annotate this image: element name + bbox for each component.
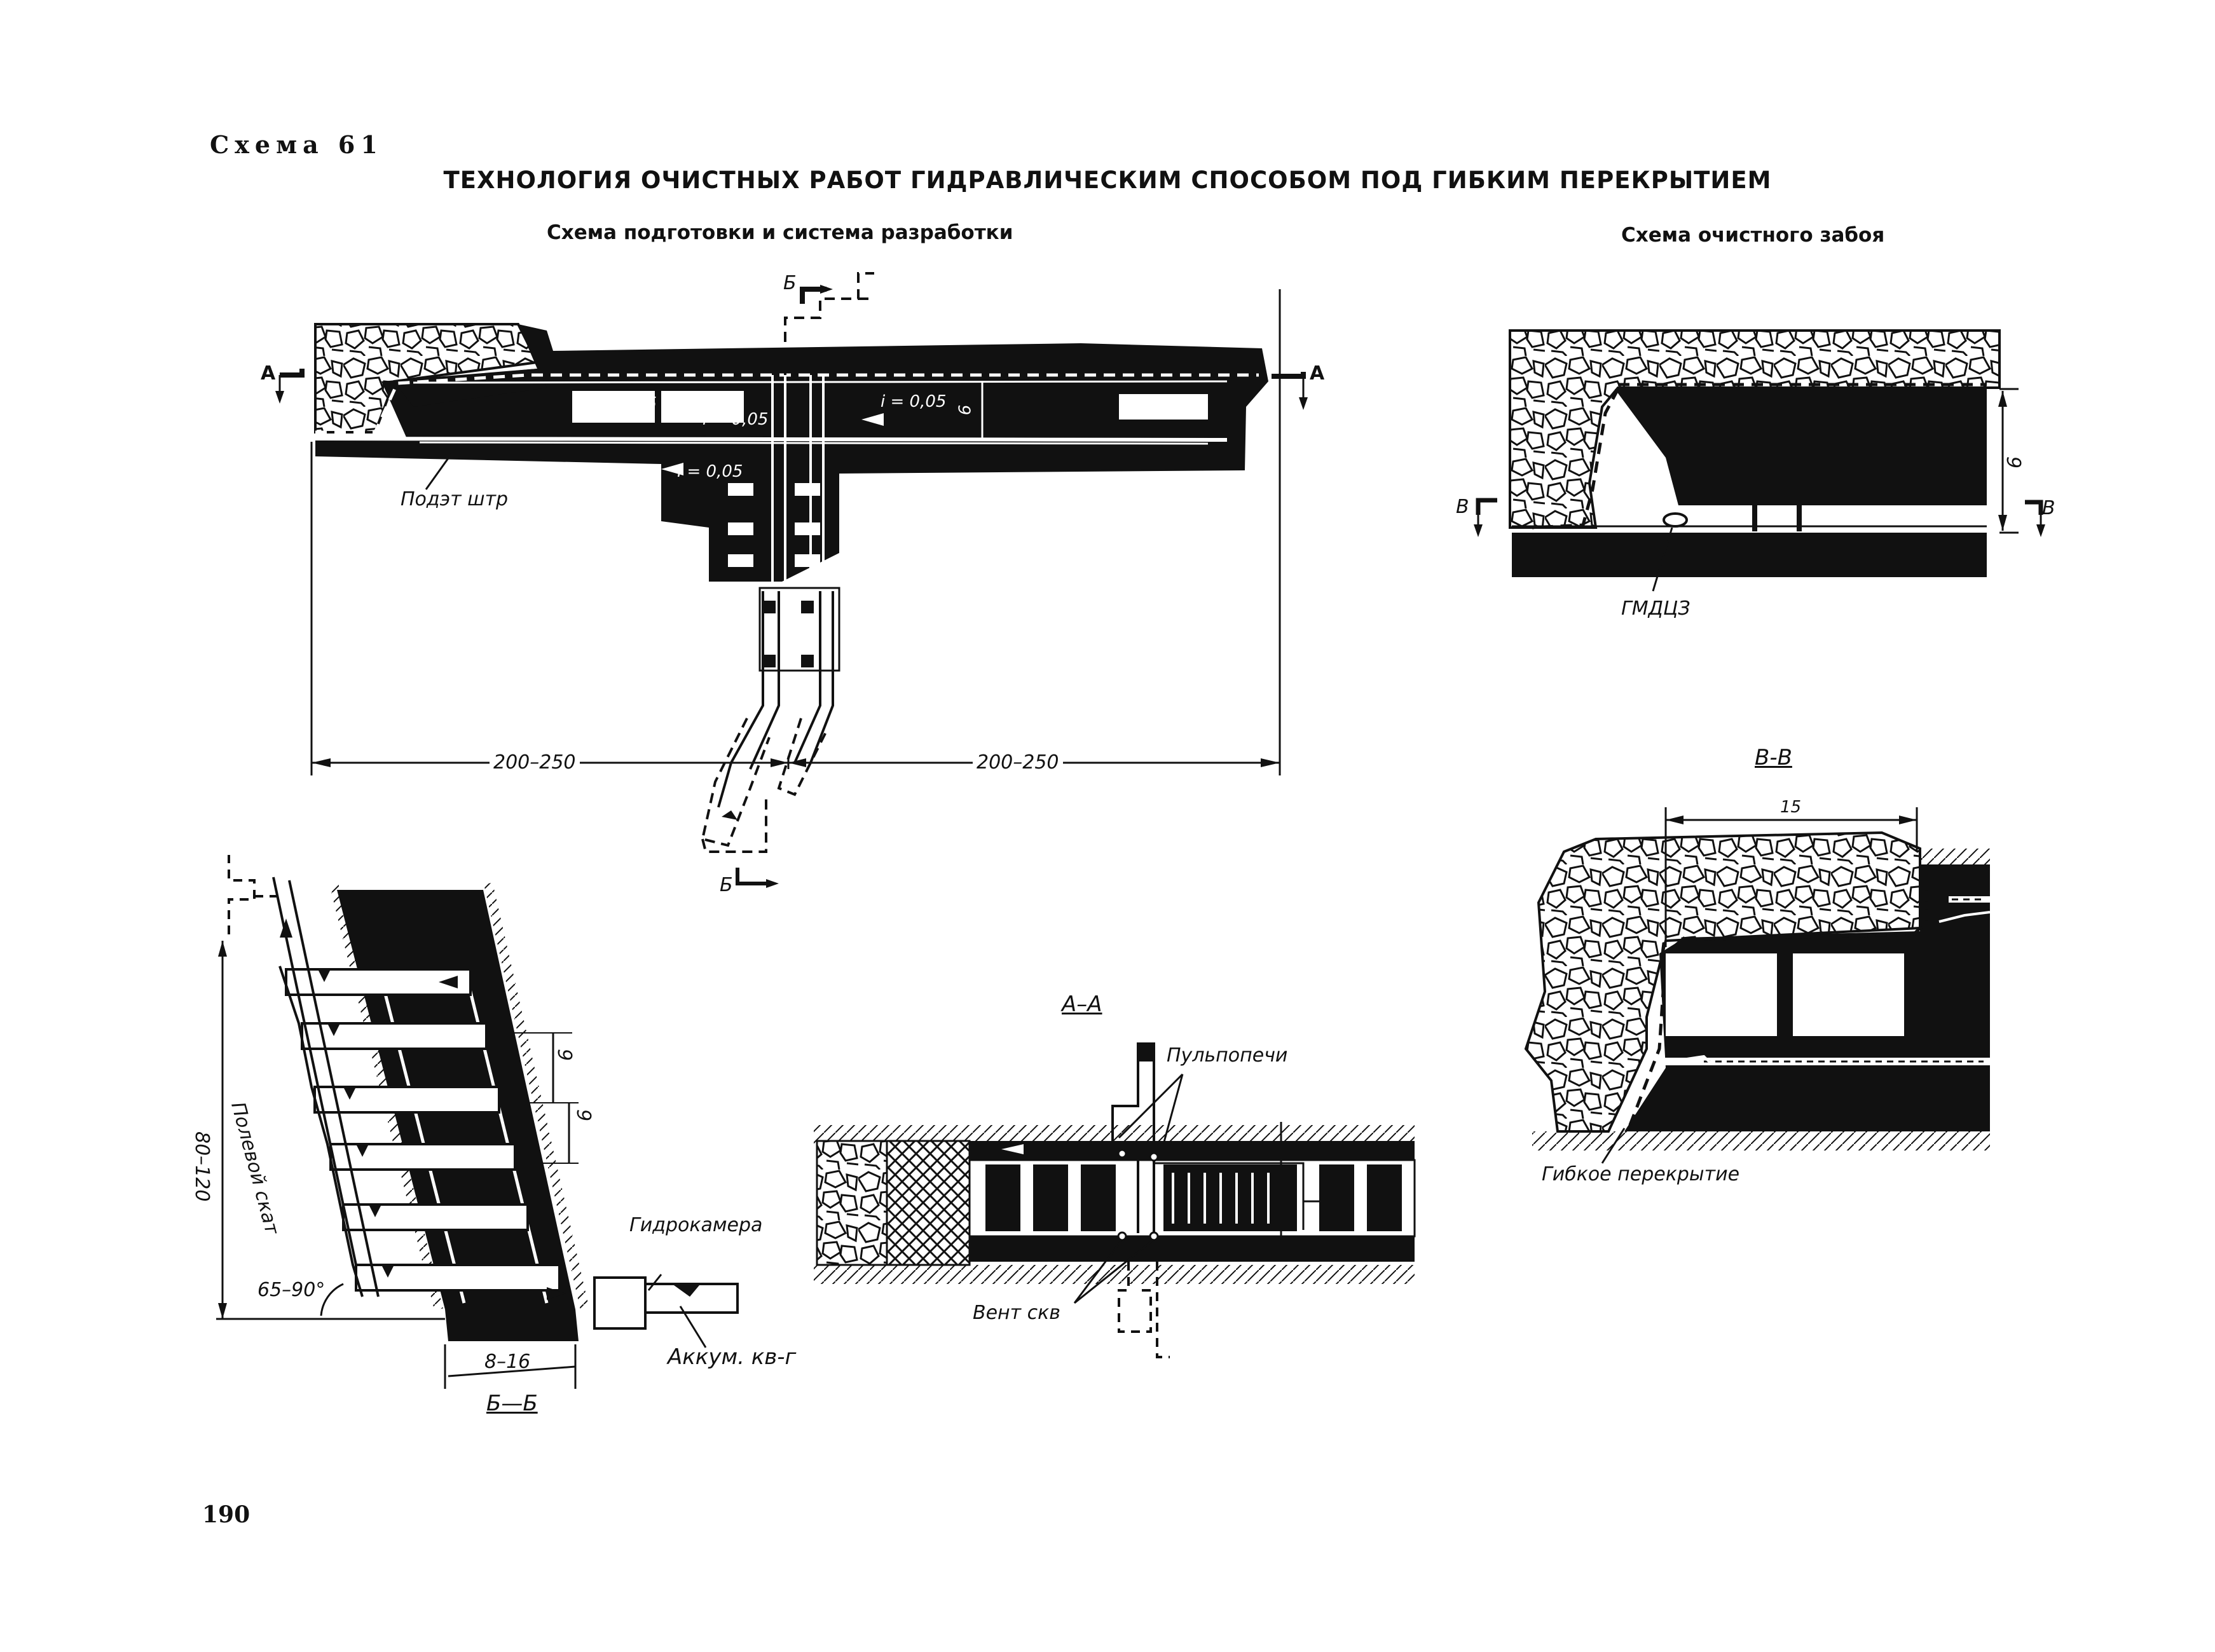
label-gibkoe-perekrytie: Гибкое перекрытие (1542, 1163, 1740, 1185)
bb-dim-9-b: 9 (572, 1109, 594, 1122)
section-vv-title: В-В (1755, 745, 1792, 770)
scheme-number: Схема 61 (210, 130, 383, 159)
plan-dim-6: 6 (956, 404, 975, 416)
plan-slope-3: i = 0,05 (677, 462, 743, 481)
aa-black-band-top (970, 1141, 1415, 1160)
plan-slope-1: i = 0,05 (703, 410, 769, 429)
plan-lower-incline (701, 587, 840, 853)
label-gmdc: ГМДЦЗ (1621, 597, 1690, 620)
section-aa-title: А–А (1062, 992, 1102, 1017)
bb-dim-80-120: 80–120 (191, 1131, 213, 1202)
subtitle-face: Схема очистного забоя (1621, 224, 1885, 247)
plan-section-a-left: А (261, 362, 276, 385)
section-aa-view (814, 1042, 1416, 1358)
page-number: 190 (202, 1501, 250, 1528)
page-title: ТЕХНОЛОГИЯ ОЧИСТНЫХ РАБОТ ГИДРАВЛИЧЕСКИМ… (443, 167, 1772, 194)
section-vv-view (1524, 807, 1991, 1164)
plan-black-body (315, 324, 1268, 582)
label-gidrokamera: Гидрокамера (629, 1214, 763, 1236)
bb-dim-65-90: 65–90° (257, 1279, 326, 1301)
label-akkum: Аккум. кв-г (668, 1344, 797, 1370)
label-podet-shtr: Подэт штр (401, 488, 509, 510)
plan-dim-left: 200–250 (490, 751, 580, 774)
plan-section-b-top: Б (783, 272, 797, 294)
plan-dim-right: 200–250 (973, 751, 1063, 774)
plan-section-b-bottom: Б (720, 874, 733, 896)
face-section-v-right: В (2042, 497, 2055, 519)
subtitle-preparation: Схема подготовки и система разработки (547, 221, 1013, 244)
vv-dim-15: 15 (1780, 798, 1802, 817)
plan-section-a-right: А (1310, 362, 1325, 385)
face-scheme-view (1474, 329, 2045, 592)
aa-black-band-bottom (970, 1236, 1415, 1262)
section-bb-title: Б—Б (486, 1391, 538, 1416)
label-pulpopechi: Пульпопечи (1167, 1044, 1288, 1067)
plan-dim-15-b: 15 (636, 394, 657, 413)
face-dim-6: 6 (2004, 456, 2027, 469)
bb-dim-8-16: 8–16 (484, 1351, 531, 1373)
face-section-v-left: В (1456, 496, 1469, 518)
section-a-left-marker (280, 369, 305, 378)
plan-slope-2: i = 0,05 (881, 392, 947, 411)
face-black-block (1615, 389, 1987, 505)
label-vent-skv: Вент скв (973, 1302, 1060, 1324)
section-bb-view (216, 855, 739, 1389)
plan-dashed-pipe-top (784, 272, 874, 375)
bb-dim-9-a: 9 (553, 1049, 575, 1062)
section-a-right-marker (1272, 372, 1306, 379)
plan-view (275, 272, 1308, 888)
plan-dim-15-a: 15 (588, 394, 610, 413)
